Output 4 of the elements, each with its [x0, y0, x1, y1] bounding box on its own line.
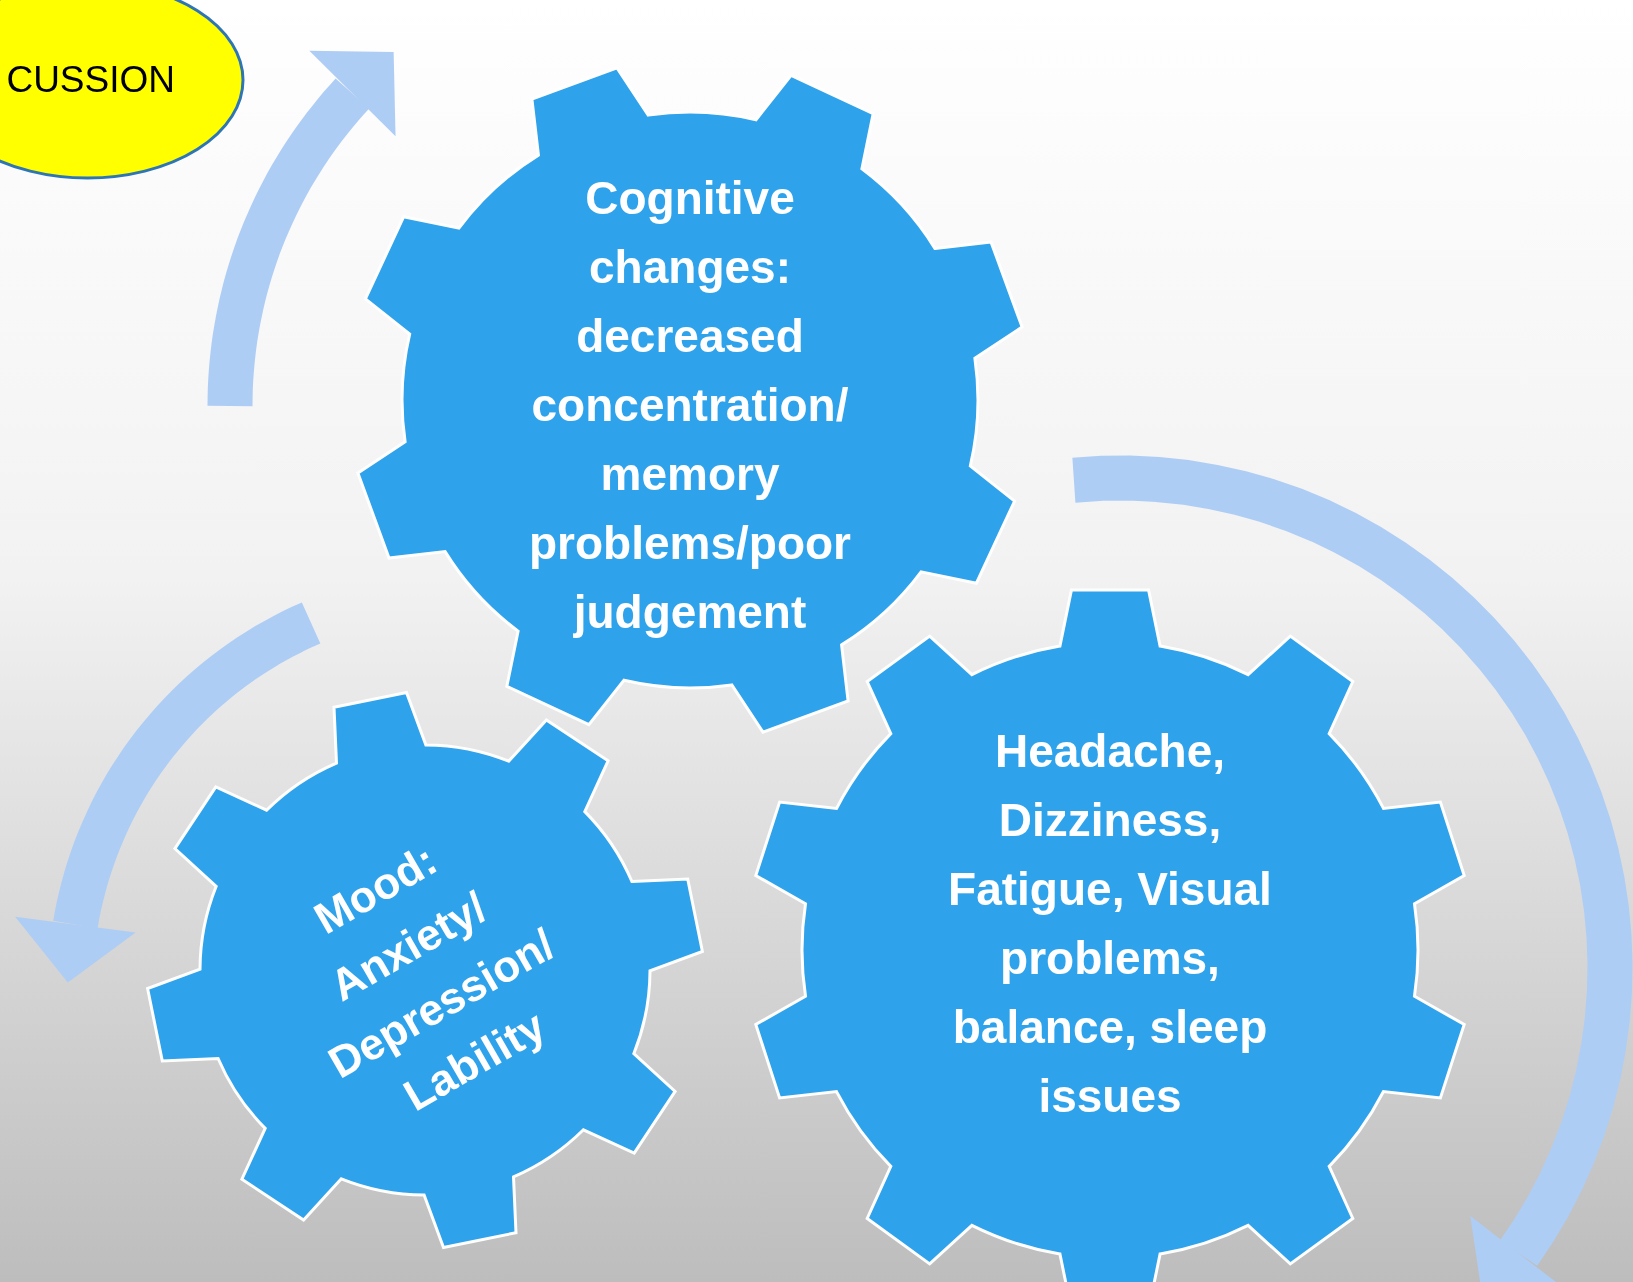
gear-label: Cognitive changes: decreased concentration/ memory problems/poor judgement	[528, 170, 852, 640]
gear-label: Headache, Dizziness, Fatigue, Visual problems, balance, sleep issues	[947, 724, 1273, 1124]
title-text: CUSSION	[5, 58, 175, 103]
gear	[144, 689, 706, 1251]
